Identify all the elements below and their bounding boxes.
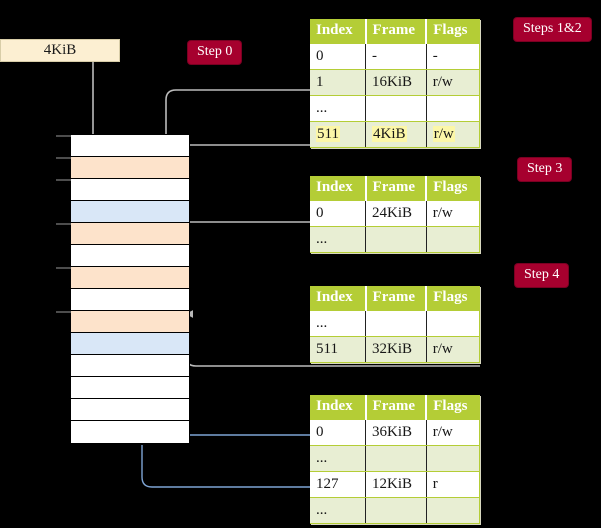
cell-frame: 24KiB [365,200,427,227]
memory-frame-row [71,157,189,179]
cell-index: 0 [310,419,367,446]
memory-frame-row [71,333,189,355]
memory-frame-tick [56,311,71,313]
column-header-index: Index [310,19,367,44]
cell-flags [426,497,481,524]
cell-frame: 36KiB [365,419,427,446]
column-header-flags: Flags [426,395,480,420]
cell-index: 0 [310,200,367,227]
table-row[interactable]: ... [310,226,481,253]
step-label-4: Step 4 [515,264,569,287]
cell-flags: r/w [426,69,481,96]
step-label-12: Steps 1&2 [514,18,591,41]
step-label-0: Step 0 [188,41,242,64]
memory-frame-row [71,179,189,201]
memory-frame-row [71,377,189,399]
memory-frame-tick [56,179,71,181]
cell-flags: r/w [426,200,481,227]
memory-frame-row [71,267,189,289]
cell-index: 0 [310,43,367,70]
virtual-address-box: 4KiB [0,39,120,62]
cell-flags: r/w [426,419,481,446]
table-row[interactable]: ... [310,445,481,472]
memory-frame-row [71,135,189,157]
memory-frame-tick [56,223,71,225]
cell-index: ... [310,226,367,253]
cell-frame: 16KiB [365,69,427,96]
column-header-index: Index [310,176,367,201]
column-header-index: Index [310,395,367,420]
cell-frame: 32KiB [365,336,427,363]
cell-frame: 4KiB [365,121,427,148]
physical-memory-column [70,134,190,445]
cell-index: ... [310,497,367,524]
memory-frame-row [71,201,189,223]
memory-frame-row [71,223,189,245]
column-header-flags: Flags [426,286,480,311]
cell-index: 511 [310,121,367,148]
cell-index: ... [310,310,367,337]
cell-index: 1 [310,69,367,96]
column-header-frame: Frame [365,176,428,201]
cell-flags: - [426,43,481,70]
memory-frame-row [71,311,189,333]
column-header-frame: Frame [365,286,428,311]
memory-frame-row [71,399,189,421]
memory-frame-row [71,421,189,443]
step-label-3: Step 3 [518,158,572,181]
cell-index: ... [310,445,367,472]
cell-frame [365,497,427,524]
table-row[interactable]: ... [310,310,481,337]
cell-flags: r/w [426,121,481,148]
cell-flags: r [426,471,481,498]
cell-flags [426,95,481,122]
cell-flags [426,310,481,337]
cell-flags [426,445,481,472]
column-header-frame: Frame [365,19,428,44]
cell-flags [426,226,481,253]
table-row[interactable]: 0-- [310,43,481,70]
cell-frame [365,95,427,122]
memory-frame-tick [56,267,71,269]
column-header-flags: Flags [426,176,480,201]
memory-frame-tick [56,157,71,159]
cell-flags: r/w [426,336,481,363]
table-row[interactable]: ... [310,497,481,524]
cell-index: 127 [310,471,367,498]
column-header-frame: Frame [365,395,428,420]
column-header-flags: Flags [426,19,480,44]
memory-frame-row [71,289,189,311]
cell-index: 511 [310,336,367,363]
memory-frame-row [71,245,189,267]
cell-frame: - [365,43,427,70]
table-row[interactable]: ... [310,95,481,122]
cell-frame [365,310,427,337]
cell-index: ... [310,95,367,122]
cell-frame: 12KiB [365,471,427,498]
column-header-index: Index [310,286,367,311]
memory-frame-row [71,355,189,377]
memory-frame-tick [56,135,71,137]
cell-frame [365,445,427,472]
cell-frame [365,226,427,253]
